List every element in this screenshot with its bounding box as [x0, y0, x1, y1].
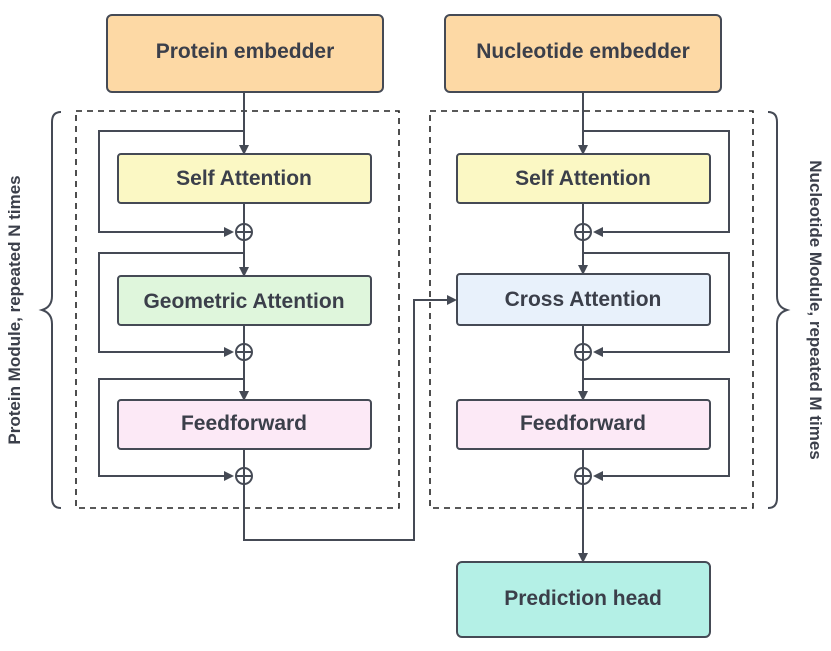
nucleotide-self-attention-label: Self Attention: [515, 167, 651, 190]
prediction-head-box: Prediction head: [456, 561, 711, 638]
nucleotide-residual-2: [583, 252, 730, 357]
protein-self-attention-box: Self Attention: [117, 153, 372, 204]
protein-add-node-3: [235, 467, 253, 485]
cross-attention-label: Cross Attention: [505, 288, 662, 311]
protein-module-brace: [38, 111, 62, 509]
protein-residual-3: [98, 378, 244, 481]
protein-add-node-1: [235, 223, 253, 241]
nucleotide-add-node-3: [574, 467, 592, 485]
protein-self-attention-label: Self Attention: [176, 167, 312, 190]
protein-embedder-label: Protein embedder: [156, 40, 335, 63]
geometric-attention-label: Geometric Attention: [143, 290, 344, 313]
nucleotide-module-label: Nucleotide Module, repeated M times: [806, 160, 825, 459]
nucleotide-residual-1: [583, 130, 730, 237]
protein-module-label: Protein Module, repeated N times: [5, 175, 24, 444]
protein-to-cross-attention: [243, 295, 457, 541]
protein-residual-2: [98, 252, 244, 357]
cross-attention-box: Cross Attention: [456, 273, 711, 326]
protein-residual-1: [98, 130, 244, 237]
nucleotide-feedforward-box: Feedforward: [456, 399, 711, 450]
prediction-head-label: Prediction head: [504, 587, 662, 610]
nucleotide-add-node-1: [574, 223, 592, 241]
protein-module-container: [75, 110, 400, 509]
nucleotide-module-container: [429, 110, 754, 509]
nucleotide-add-node-2: [574, 343, 592, 361]
protein-feedforward-label: Feedforward: [181, 412, 307, 435]
nucleotide-module-brace: [767, 111, 791, 509]
nucleotide-residual-3: [583, 378, 730, 481]
protein-feedforward-box: Feedforward: [117, 399, 372, 450]
nucleotide-embedder-label: Nucleotide embedder: [476, 40, 690, 63]
nucleotide-feedforward-label: Feedforward: [520, 412, 646, 435]
protein-embedder-box: Protein embedder: [106, 14, 384, 93]
nucleotide-self-attention-box: Self Attention: [456, 153, 711, 204]
nucleotide-embedder-box: Nucleotide embedder: [444, 14, 722, 93]
geometric-attention-box: Geometric Attention: [117, 275, 372, 326]
protein-add-node-2: [235, 343, 253, 361]
